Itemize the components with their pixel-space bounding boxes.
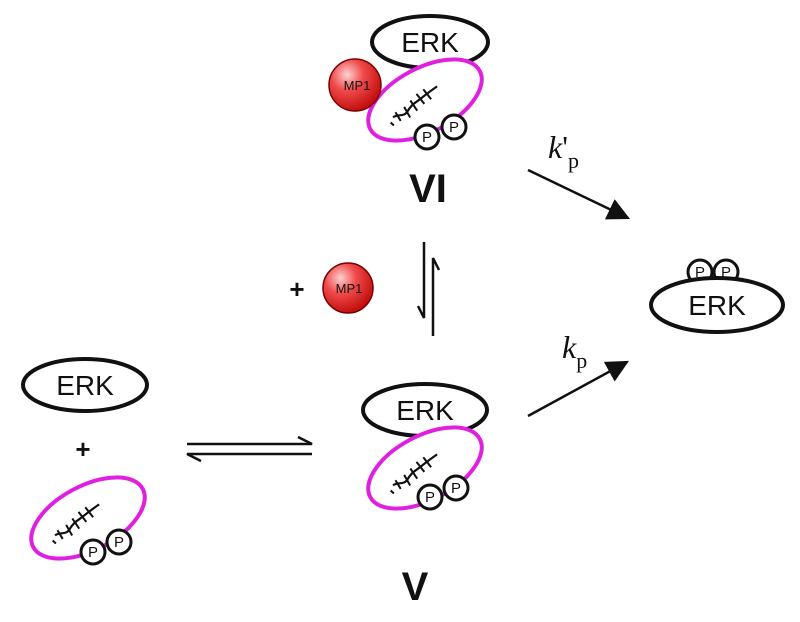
phosphate-label-free-1: P [88,544,98,561]
phosphate-label-vi-2: P [449,119,459,136]
equilibrium-arrows-horizontal [186,435,313,463]
erk-label-product: ERK [688,290,746,321]
rate-arrow-v: kp [527,329,629,418]
phosphate-circle-v-1 [416,483,444,511]
product-phospho-erk: P P ERK [649,258,785,334]
erk-label-vi: ERK [401,27,459,58]
erk-label-free: ERK [56,370,114,401]
complex-vi-label: VI [409,167,447,211]
rate-label-v: kp [562,329,587,373]
complex-v-label: V [402,565,429,609]
erk-ellipse-free [21,357,149,413]
phosphate-label-vi-1: P [422,129,432,146]
phosphate-circle-v-2 [442,474,470,502]
phosphate-circle-free-2 [105,528,133,556]
equilibrium-arrow-up [431,257,441,336]
phosphate-label-v-2: P [451,480,461,497]
phosphate-label-free-2: P [114,534,124,551]
complex-v: ERK P P V [361,382,489,609]
phosphate-label-product-2: P [721,264,731,281]
erk-label-v: ERK [396,395,454,426]
mp1-sphere-icon-free [322,262,374,314]
plus-sign-mp1: + [289,274,304,304]
mp1-label-free: MP1 [336,281,363,296]
phosphate-circle-vi-2 [440,113,468,141]
complex-vi: ERK MP1 P P VI [328,14,490,211]
free-reactants: ERK + P P [21,357,149,566]
substrate-ellipse-vi [366,57,484,143]
arrow-v-to-product [527,360,629,418]
phosphate-label-v-1: P [425,489,435,506]
added-mp1: + MP1 [289,262,374,314]
phosphate-circle-vi-1 [413,123,441,151]
rate-label-vi: k'p [548,129,579,173]
plus-sign-reactants: + [75,434,90,464]
rate-arrow-vi: k'p [527,129,631,220]
arrow-vi-to-product [527,168,631,220]
mp1-label-vi: MP1 [344,78,371,93]
equilibrium-arrow-right [187,435,313,446]
phosphate-circle-free-1 [79,538,107,566]
erk-ellipse-product [649,276,785,334]
phosphate-label-product-1: P [695,264,705,281]
mp1-sphere-icon [328,58,382,112]
equilibrium-arrow-left [186,452,312,463]
equilibrium-arrow-down [416,242,426,319]
equilibrium-arrows-vertical [416,242,441,336]
